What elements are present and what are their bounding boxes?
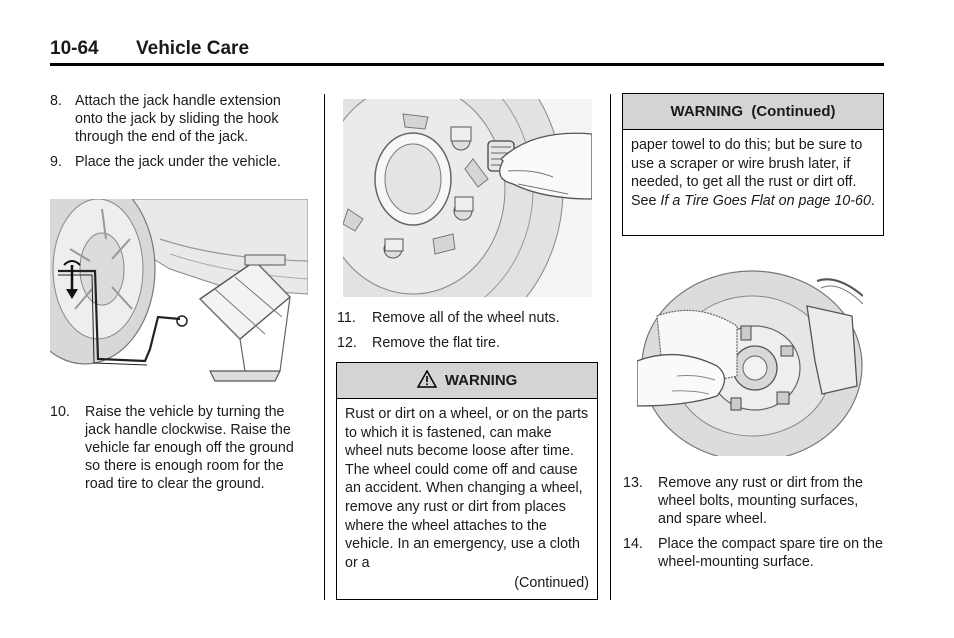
column-1-lower: 10. Raise the vehicle by turning the jac… — [50, 403, 312, 500]
step-text: Remove any rust or dirt from the wheel b… — [658, 475, 863, 527]
jack-illustration — [50, 199, 308, 389]
cross-reference-link[interactable]: If a Tire Goes Flat on page 10-60 — [660, 192, 871, 209]
step-8: 8. Attach the jack handle extension onto… — [50, 93, 281, 145]
warning-continued-body: paper towel to do this; but be sure to u… — [631, 137, 875, 209]
wheel-nut-illustration — [343, 99, 592, 297]
step-text: Remove all of the wheel nuts. — [372, 310, 560, 326]
step-9: 9. Place the jack under the vehicle. — [50, 154, 281, 170]
step-text: Attach the jack handle extension onto th… — [75, 93, 281, 145]
warning-continued-title: WARNING (Continued) — [670, 103, 836, 120]
step-11: 11. Remove all of the wheel nuts. — [337, 310, 560, 326]
continued-note: (Continued) — [514, 575, 589, 592]
warning-text: Rust or dirt on a wheel, or on the parts… — [345, 406, 589, 571]
warning-continued-header: WARNING (Continued) — [623, 94, 883, 130]
step-text: Place the compact spare tire on the whee… — [658, 536, 883, 570]
warning-title: WARNING — [444, 372, 518, 389]
brake-rotor-illustration — [637, 266, 863, 456]
step-10: 10. Raise the vehicle by turning the jac… — [50, 404, 294, 492]
column-divider-2 — [610, 94, 611, 600]
column-3: 13. Remove any rust or dirt from the whe… — [623, 474, 885, 578]
warning-continued-box: WARNING (Continued) paper towel to do th… — [622, 93, 884, 236]
page-number: 10-64 — [50, 38, 99, 59]
step-14: 14. Place the compact spare tire on the … — [623, 536, 883, 570]
warning-triangle-icon — [416, 366, 437, 401]
step-text: Raise the vehicle by turning the jack ha… — [85, 404, 294, 492]
warning-body: Rust or dirt on a wheel, or on the parts… — [337, 399, 597, 599]
step-13: 13. Remove any rust or dirt from the whe… — [623, 475, 863, 527]
column-divider-1 — [324, 94, 325, 600]
step-12: 12. Remove the flat tire. — [337, 335, 500, 351]
column-1: 8. Attach the jack handle extension onto… — [50, 92, 312, 178]
header-rule — [50, 63, 884, 66]
step-text: Remove the flat tire. — [372, 335, 500, 351]
warning-box: WARNING Rust or dirt on a wheel, or on t… — [336, 362, 598, 600]
warning-header: WARNING — [337, 363, 597, 399]
warning-continued-text: paper towel to do this; but be sure to u… — [631, 137, 863, 209]
section-title: Vehicle Care — [136, 38, 250, 59]
column-2: 11. Remove all of the wheel nuts. 12. Re… — [337, 309, 599, 359]
page-header: 10-64 Vehicle Care — [50, 38, 884, 62]
step-text: Place the jack under the vehicle. — [75, 154, 281, 170]
